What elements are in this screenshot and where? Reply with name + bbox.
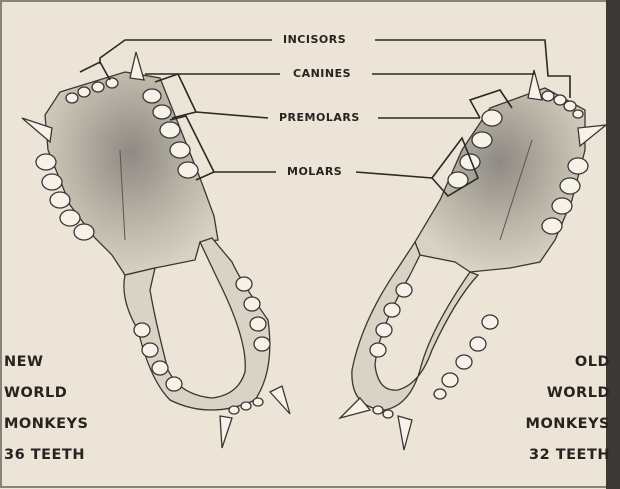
premolars-leader-left <box>196 112 268 118</box>
premolars-label: PREMOLARS <box>276 111 363 124</box>
old-world-caption-line1: OLD <box>526 352 610 373</box>
new-world-canine-top <box>130 52 144 80</box>
incisors-leader-left <box>100 40 272 64</box>
new-world-caption: NEW WORLD MONKEYS 36 TEETH <box>4 352 88 476</box>
new-world-canine-bottom-right <box>270 386 290 414</box>
old-world-canine-bottom-right <box>398 416 412 450</box>
molars-label: MOLARS <box>284 165 345 178</box>
old-world-canine-right <box>578 125 606 146</box>
old-world-caption: OLD WORLD MONKEYS 32 TEETH <box>526 352 610 476</box>
new-world-caption-line4: 36 TEETH <box>4 445 88 466</box>
new-world-caption-line1: NEW <box>4 352 88 373</box>
new-world-canine-bottom-left <box>220 416 232 448</box>
incisors-bracket-left <box>80 62 110 80</box>
old-world-caption-line4: 32 TEETH <box>526 445 610 466</box>
old-world-caption-line3: MONKEYS <box>526 414 610 435</box>
molars-leader-right <box>356 172 432 178</box>
old-world-mandible <box>352 242 478 410</box>
canines-label: CANINES <box>290 67 354 80</box>
incisors-label: INCISORS <box>280 33 349 46</box>
new-world-caption-line3: MONKEYS <box>4 414 88 435</box>
new-world-caption-line2: WORLD <box>4 383 88 404</box>
old-world-caption-line2: WORLD <box>526 383 610 404</box>
